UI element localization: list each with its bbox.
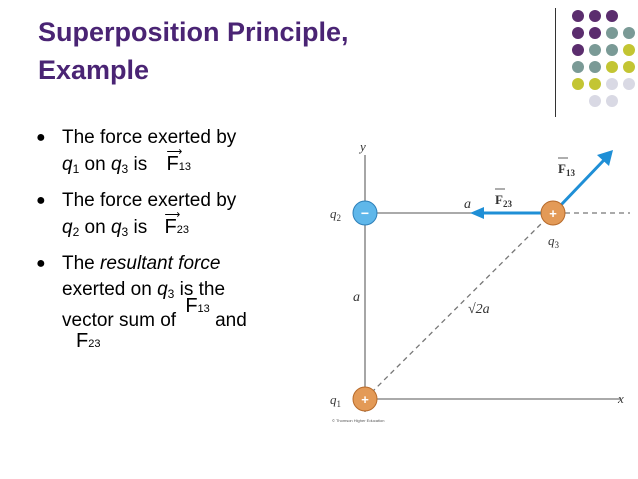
f23-vector: F23 — [76, 328, 100, 357]
dot — [589, 95, 601, 107]
dot — [589, 44, 601, 56]
dot — [589, 10, 601, 22]
dot — [572, 61, 584, 73]
dot — [606, 10, 618, 22]
a-side-label: a — [353, 290, 360, 305]
q3-symbol: q — [110, 154, 122, 175]
dot — [606, 61, 618, 73]
on-text: on — [79, 217, 111, 238]
f23-letter: F — [164, 216, 177, 238]
q1-subscript: 1 — [72, 162, 80, 176]
bullet-1-line-2: q1 on q3 is ⟶F13 — [62, 146, 306, 182]
f23-letter: F — [76, 330, 89, 352]
f13-subscript: 13 — [197, 303, 210, 315]
bullet-3-line-2: exerted on q3 is the — [62, 277, 306, 307]
title-line-1: Superposition Principle, — [38, 17, 349, 47]
slide-title: Superposition Principle, Example — [38, 13, 458, 89]
q3-subscript: 3 — [121, 162, 129, 176]
and-text: and — [209, 310, 247, 331]
dot — [589, 78, 601, 90]
dot — [572, 78, 584, 90]
bullet-icon: ● — [36, 192, 46, 209]
q2-symbol: q — [62, 217, 73, 238]
dot — [623, 61, 635, 73]
q1-charge — [352, 386, 378, 412]
dot — [623, 44, 635, 56]
q3-label: q3 — [548, 233, 560, 250]
q1-label: q1 — [330, 392, 341, 409]
bullet-2-line-2: q2 on q3 is ⟶F23 — [62, 209, 306, 245]
dot — [606, 78, 618, 90]
f23-vector: ⟶F23 — [164, 209, 189, 243]
q1-sign: + — [361, 392, 369, 407]
is-text: is — [128, 154, 153, 175]
f13-label: F13 — [558, 161, 575, 178]
vector-arrow-icon: ⟶ — [166, 146, 183, 158]
f13-vector: ⟶F13 — [166, 146, 191, 180]
q3-symbol: q — [110, 217, 122, 238]
q2-charge — [352, 200, 378, 226]
x-axis-label: x — [617, 391, 624, 406]
f23-subscript: 23 — [88, 338, 101, 350]
bullet-icon: ● — [36, 129, 46, 146]
bullet-item-2: ● The force exerted by q2 on q3 is ⟶F23 — [36, 188, 306, 245]
q3-sign: + — [549, 206, 557, 221]
diagonal-dashed — [364, 212, 553, 400]
f23-subscript: 23 — [176, 224, 189, 236]
f23-arrowhead-icon — [470, 207, 484, 219]
q3-charge — [540, 200, 566, 226]
bullet-item-3: ● The resultant force exerted on q3 is t… — [36, 251, 306, 357]
f13-arrowhead-icon — [597, 150, 613, 166]
f23-label: F23 — [495, 192, 512, 209]
title-divider — [555, 8, 556, 117]
bullet-item-1: ● The force exerted by q1 on q3 is ⟶F13 — [36, 125, 306, 182]
resultant-force-text: resultant force — [100, 253, 221, 274]
bullet-1-line-1: The force exerted by — [62, 127, 237, 148]
f13-letter: F — [166, 153, 179, 175]
dot — [589, 61, 601, 73]
y-axis-label: y — [358, 139, 366, 154]
a-top-label: a — [464, 197, 471, 212]
dot — [606, 44, 618, 56]
q2-sign: − — [361, 205, 369, 221]
bullet-list: ● The force exerted by q1 on q3 is ⟶F13 … — [36, 125, 306, 360]
dot — [606, 95, 618, 107]
q3-symbol: q — [157, 279, 168, 300]
q3-subscript: 3 — [167, 287, 175, 301]
is-the-text: is the — [174, 279, 226, 300]
diag-label: √2a — [468, 302, 490, 317]
vector-sum-text: vector sum of — [62, 310, 182, 331]
exerted-text: exerted on — [62, 279, 158, 300]
dot — [623, 27, 635, 39]
bullet-3-line-3: vector sum of F13 and — [62, 295, 306, 336]
q2-subscript: 2 — [72, 225, 80, 239]
bullet-2-line-1: The force exerted by — [62, 190, 237, 211]
vector-arrow-icon: ⟶ — [164, 209, 181, 221]
dot — [623, 78, 635, 90]
f13-letter: F — [185, 295, 198, 317]
dot — [589, 27, 601, 39]
q3-subscript: 3 — [121, 225, 129, 239]
q1-symbol: q — [62, 154, 73, 175]
f13-arrow — [558, 158, 606, 208]
dot — [606, 27, 618, 39]
f13-vector: F13 — [185, 293, 209, 322]
dot — [572, 44, 584, 56]
decorative-dot-grid — [568, 10, 638, 110]
the-text: The — [62, 253, 101, 274]
dot — [572, 10, 584, 22]
bullet-icon: ● — [36, 255, 46, 272]
f13-subscript: 13 — [178, 161, 191, 173]
bullet-3-line-4: F23 — [76, 328, 306, 357]
title-line-2: Example — [38, 55, 150, 85]
bullet-3-line-1: The resultant force — [62, 251, 306, 277]
is-text: is — [128, 217, 153, 238]
credit-text: © Thomson Higher Education — [332, 418, 384, 423]
dot — [572, 27, 584, 39]
charge-diagram: y x F13 F23 a a √2a − q2 + q3 + q1 © Tho… — [330, 139, 630, 423]
on-text: on — [79, 154, 111, 175]
q2-label: q2 — [330, 206, 341, 223]
